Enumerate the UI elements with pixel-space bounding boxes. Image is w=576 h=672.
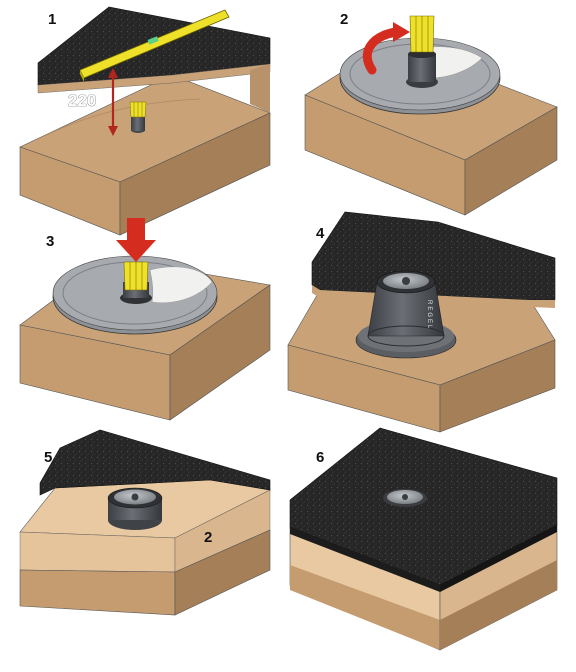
step-number-1: 1 <box>48 11 56 28</box>
step-4-panel: REGEL 4 <box>287 211 556 433</box>
step-number-2: 2 <box>340 11 348 28</box>
step-1-panel: 220 1 <box>19 6 271 236</box>
spirit-level-icon <box>79 9 230 82</box>
press-down-arrow-icon <box>116 218 156 262</box>
cone-brand-text: REGEL <box>426 300 432 330</box>
height-dimension-label: 220 <box>68 91 96 110</box>
step-2-panel: 2 <box>304 11 558 216</box>
height-dimension-arrow <box>108 68 118 136</box>
cone-insert-icon <box>129 101 147 133</box>
step-3-panel: 3 <box>19 218 271 421</box>
sand-block <box>19 74 271 236</box>
asphalt-surface <box>289 427 558 592</box>
installed-cone <box>355 270 457 359</box>
step-number-6: 6 <box>316 449 324 466</box>
step-6-panel: 6 <box>289 427 558 651</box>
layer-number-label: 2 <box>204 529 212 546</box>
cone-insert-icon <box>406 15 438 88</box>
flush-lid <box>383 489 427 507</box>
step-number-5: 5 <box>44 449 52 466</box>
installed-cap <box>107 487 163 530</box>
cone-insert-icon <box>120 261 152 304</box>
step-5-panel: 2 5 <box>19 429 271 616</box>
asphalt-slab <box>39 429 271 496</box>
rotate-arrow-icon <box>362 22 410 75</box>
step-number-4: 4 <box>316 225 325 242</box>
sand-block <box>289 524 558 651</box>
step-number-3: 3 <box>46 233 54 250</box>
